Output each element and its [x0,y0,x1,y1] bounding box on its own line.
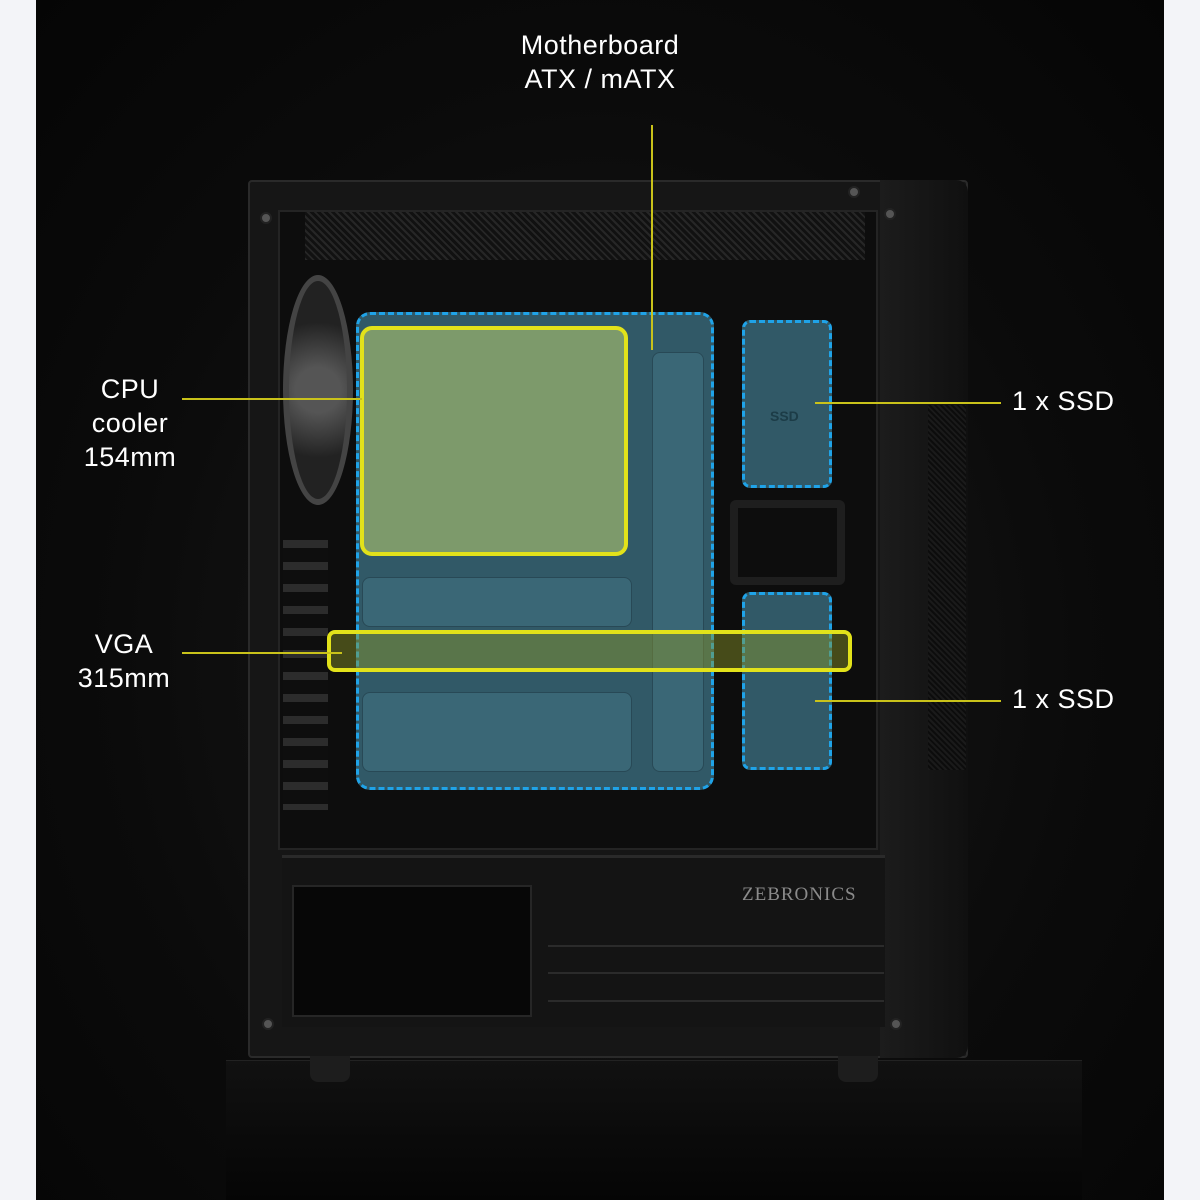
label-line: ATX / mATX [524,64,676,94]
ssd-top-label: 1 x SSD [1012,386,1115,416]
top-mesh [305,212,865,260]
leader-line-motherboard [651,125,653,350]
screw [260,212,272,224]
label-line: Motherboard [520,30,680,60]
screw [848,186,860,198]
leader-line-ssd-bottom [815,700,1001,702]
screw [884,208,896,220]
leader-line-cpu [182,398,362,400]
drive-cage-window [730,500,845,585]
cpu-cooler-label: CPU cooler 154mm [60,372,200,474]
leader-line-vga [182,652,342,654]
case-foot [838,1056,878,1082]
label-line: 315mm [77,663,171,693]
pedestal [226,1060,1082,1200]
tray-cutout [362,577,632,627]
motherboard-label: Motherboard ATX / mATX [480,28,720,96]
tray-rail [652,352,704,772]
ssd-bay-bottom [742,592,832,770]
label-line: VGA [94,629,154,659]
label-line: cooler [91,408,169,438]
leader-line-ssd-top [815,402,1001,404]
motherboard-area-outline [356,312,714,790]
case-foot [310,1056,350,1082]
vga-label: VGA 315mm [54,627,194,695]
expansion-slots [283,540,328,810]
screw [890,1018,902,1030]
front-mesh [928,405,966,770]
label-line: CPU [100,374,160,404]
ssd-bay-top [742,320,832,488]
label-line: 154mm [83,442,177,472]
brand-logo: ZEBRONICS [742,884,857,905]
vga-area [327,630,852,672]
rear-fan [283,275,353,505]
cpu-cooler-area [360,326,628,556]
ssd-bottom-label: 1 x SSD [1012,684,1115,714]
psu-opening [292,885,532,1017]
tray-cutout [362,692,632,772]
ssd-bay-label: SSD [770,408,799,424]
screw [262,1018,274,1030]
